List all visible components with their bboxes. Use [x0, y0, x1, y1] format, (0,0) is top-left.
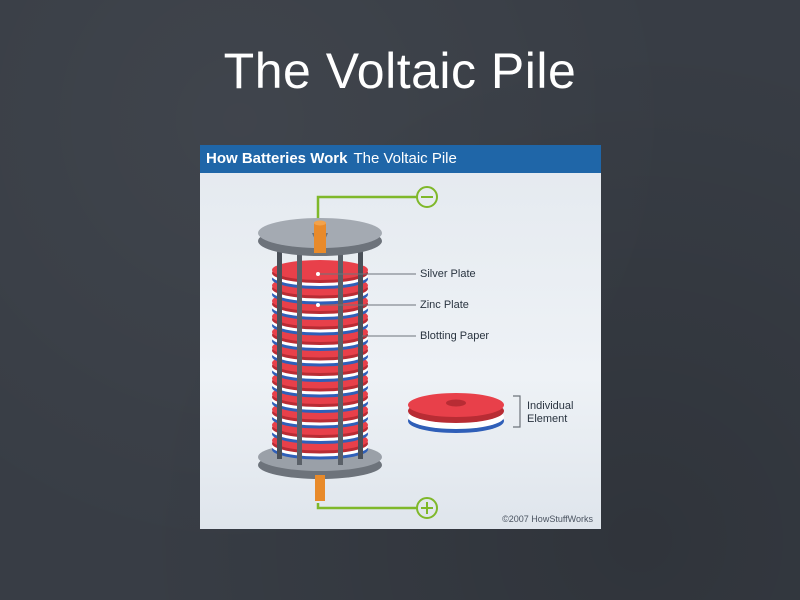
zinc-plate-label: Zinc Plate [420, 299, 469, 311]
top-terminal-rod [314, 223, 326, 253]
negative-wire [316, 195, 417, 223]
figure-subject: The Voltaic Pile [353, 150, 457, 167]
individual-element-label-line2: Element [527, 413, 568, 425]
positive-wire [316, 503, 417, 510]
figure-brand: How Batteries Work [206, 150, 348, 167]
support-post-front-left [297, 243, 302, 465]
figure-header: How Batteries Work The Voltaic Pile [200, 145, 601, 173]
disc-stack [272, 260, 368, 460]
silver-plate-pointer [316, 272, 320, 276]
bottom-terminal-rod [315, 475, 325, 501]
positive-terminal-icon [416, 497, 438, 519]
voltaic-pile-figure: How Batteries Work The Voltaic Pile [200, 145, 601, 529]
disc-silver-top [272, 260, 368, 280]
slide-title: The Voltaic Pile [223, 43, 577, 99]
top-terminal-cap [314, 220, 326, 226]
individual-element-bracket [513, 395, 521, 428]
silver-plate-label: Silver Plate [420, 268, 476, 280]
support-post-front-right [338, 243, 343, 465]
element-center-hole [446, 399, 466, 407]
individual-element-label-line1: Individual [527, 400, 574, 412]
zinc-plate-pointer [316, 303, 320, 307]
support-post-left [277, 237, 282, 459]
voltaic-pile-diagram [258, 186, 521, 519]
support-post-right [358, 237, 363, 459]
blotting-paper-label: Blotting Paper [420, 330, 490, 342]
negative-terminal-icon [416, 186, 438, 208]
copyright-credit: ©2007 HowStuffWorks [502, 514, 593, 524]
